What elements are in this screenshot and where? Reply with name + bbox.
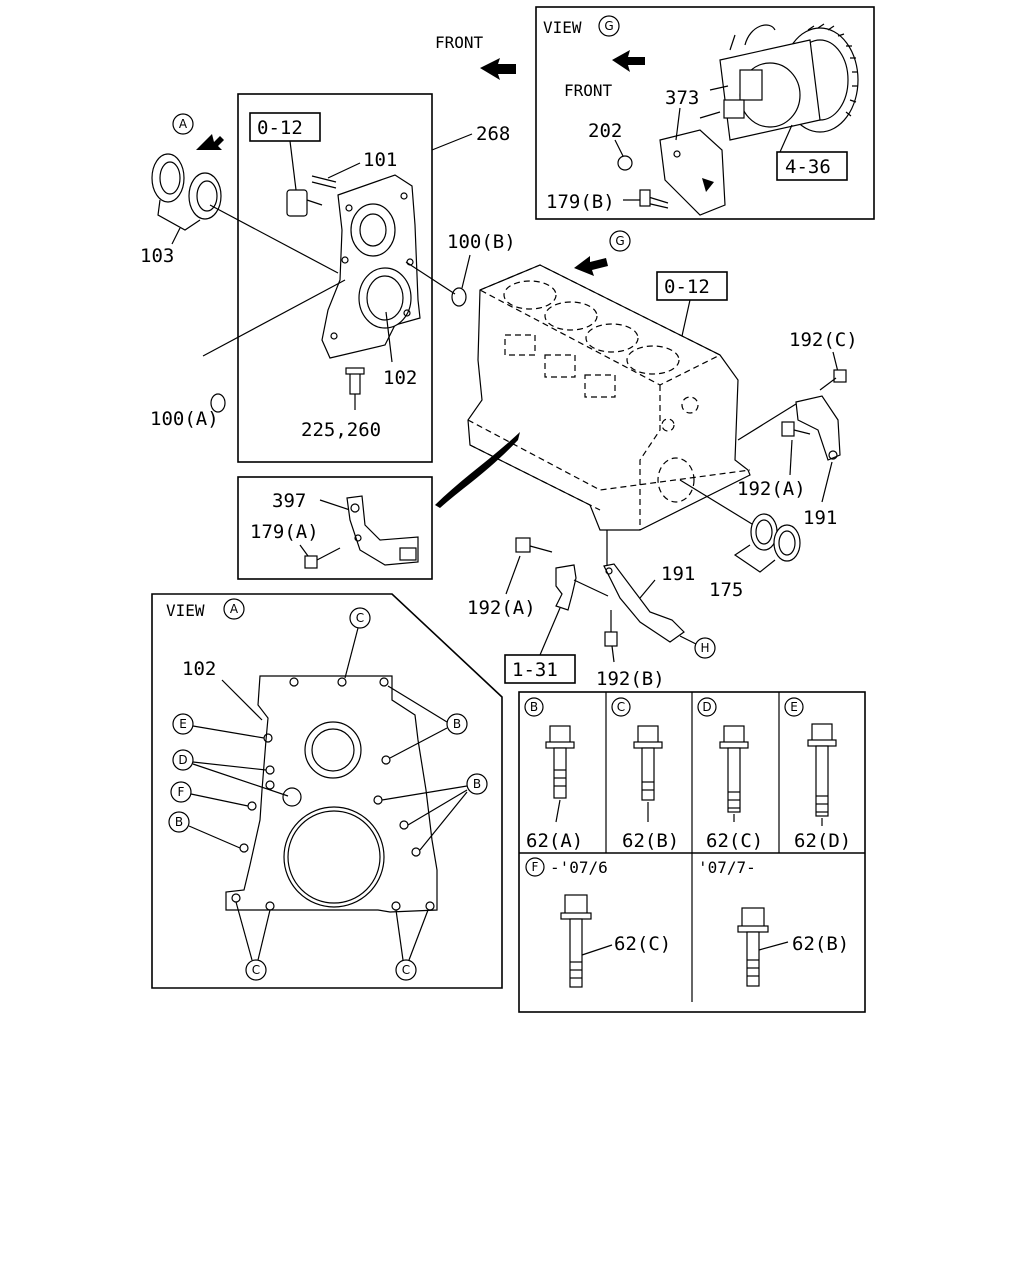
part-label-192a-right: 192(A)	[737, 478, 806, 500]
ref-label-1-31: 1-31	[512, 659, 558, 681]
bracket-191-right-drawing: 192(C) 192(A) 191	[737, 329, 858, 529]
part-label-192c: 192(C)	[789, 329, 858, 351]
ref-label-0-12-left: 0-12	[257, 117, 303, 139]
callout-a-top: A	[179, 117, 188, 131]
part-label-192b: 192(B)	[596, 668, 665, 690]
part-label-100a: 100(A)	[150, 408, 219, 430]
bolt-cell-62b: C 62(B)	[611, 697, 679, 852]
view-a-title: VIEW	[166, 601, 205, 620]
ref-label-4-36: 4-36	[785, 156, 831, 178]
bolt-cell-range: -'07/6	[550, 858, 608, 877]
bracket-397-panel: 397 179(A)	[237, 476, 433, 580]
bolt-table: B 62(A) C 62(B) D 62(C)	[518, 691, 866, 1013]
bolt-cell-letter: E	[790, 700, 798, 714]
part-label-179a: 179(A)	[250, 521, 319, 543]
view-a-callout-b-right-top: B	[453, 717, 461, 731]
bolt-cell-62a: B 62(A)	[524, 697, 583, 852]
part-label-175: 175	[709, 579, 743, 601]
bolt-cell-range: '07/7-	[698, 858, 756, 877]
part-label-103: 103	[140, 245, 174, 267]
bolt-cell-letter: D	[702, 700, 711, 714]
oring-100a-drawing	[210, 393, 226, 413]
view-g-front-label: FRONT	[564, 81, 613, 100]
front-cover-panel: 0-12 268 101 225,260 102	[237, 93, 510, 463]
view-g-panel: VIEW G FRONT 373 202 179(B) 4-36	[535, 6, 875, 220]
part-label-102-top: 102	[383, 367, 417, 389]
view-a-callout-b-right-mid: B	[473, 777, 481, 791]
view-g-callout-letter: G	[604, 19, 613, 33]
part-label-192a-left: 192(A)	[467, 597, 536, 619]
view-g-callout-circle	[598, 15, 620, 37]
oring-100b-drawing	[451, 287, 467, 307]
bracket-191-lower-drawing: 192(A) 191 192(B) H 1-31	[467, 530, 716, 690]
part-label-202: 202	[588, 120, 622, 142]
bolt-cell-part: 62(B)	[792, 933, 849, 955]
bolt-cell-part: 62(A)	[526, 830, 583, 852]
seal-175-drawing: 175	[679, 479, 801, 601]
part-label-191-right: 191	[803, 507, 837, 529]
part-label-100b: 100(B)	[447, 231, 516, 253]
front-arrow-top-icon	[480, 58, 516, 80]
view-a-callout-b-left: B	[175, 815, 183, 829]
bolt-cell-part: 62(B)	[622, 830, 679, 852]
view-g-title: VIEW	[543, 18, 582, 37]
bolt-cell-letter: C	[617, 700, 625, 714]
view-a-panel: VIEW A 102	[151, 593, 503, 989]
view-g-arrow-icon	[574, 256, 608, 276]
callout-h: H	[700, 641, 709, 655]
seal-103-drawing: A 103	[140, 113, 339, 274]
front-cover-drawing	[321, 174, 421, 359]
bolt-cell-62c: D 62(C)	[697, 697, 763, 852]
callout-g-arrow: G	[615, 234, 624, 248]
view-a-arrow-icon	[196, 134, 224, 150]
bolt-cell-62c-until-07-6: F -'07/6 62(C)	[525, 857, 671, 988]
part-label-101: 101	[363, 149, 397, 171]
bolt-cell-letter: F	[532, 860, 539, 874]
part-label-179b: 179(B)	[546, 191, 615, 213]
ref-box-0-12-left	[249, 112, 321, 142]
bolt-cell-part: 62(C)	[614, 933, 671, 955]
view-a-callout-letter: A	[230, 602, 239, 616]
front-label-top: FRONT	[435, 33, 484, 52]
cylinder-block-drawing: G 0-12	[435, 230, 751, 531]
part-label-102-view: 102	[182, 658, 216, 680]
part-label-397: 397	[272, 490, 306, 512]
front-arrow-icon	[612, 50, 645, 72]
view-a-callout-c-top: C	[356, 611, 364, 625]
view-a-callout-f: F	[178, 785, 185, 799]
part-label-191-lower: 191	[661, 563, 695, 585]
view-a-callout-c-bottom-left: C	[252, 963, 260, 977]
part-label-373: 373	[665, 87, 699, 109]
bolt-cell-62d: E 62(D)	[784, 697, 851, 852]
injection-pump-drawing	[699, 23, 859, 141]
bolt-cell-part: 62(C)	[706, 830, 763, 852]
nut-202-drawing	[617, 155, 633, 171]
ref-label-0-12-block: 0-12	[664, 276, 710, 298]
view-a-callout-c-bottom-right: C	[402, 963, 410, 977]
bolt-cell-part: 62(D)	[794, 830, 851, 852]
view-a-callout-d: D	[178, 753, 187, 767]
part-label-225-260: 225,260	[301, 419, 381, 441]
ref-box-0-12-block	[656, 271, 728, 301]
view-a-callout-e: E	[179, 717, 187, 731]
part-label-268: 268	[476, 123, 510, 145]
bolt-cell-letter: B	[530, 700, 538, 714]
ref-box-4-36	[776, 151, 848, 181]
bracket-373-drawing	[659, 129, 726, 216]
bolt-cell-62b-from-07-7: '07/7- 62(B)	[698, 858, 849, 987]
